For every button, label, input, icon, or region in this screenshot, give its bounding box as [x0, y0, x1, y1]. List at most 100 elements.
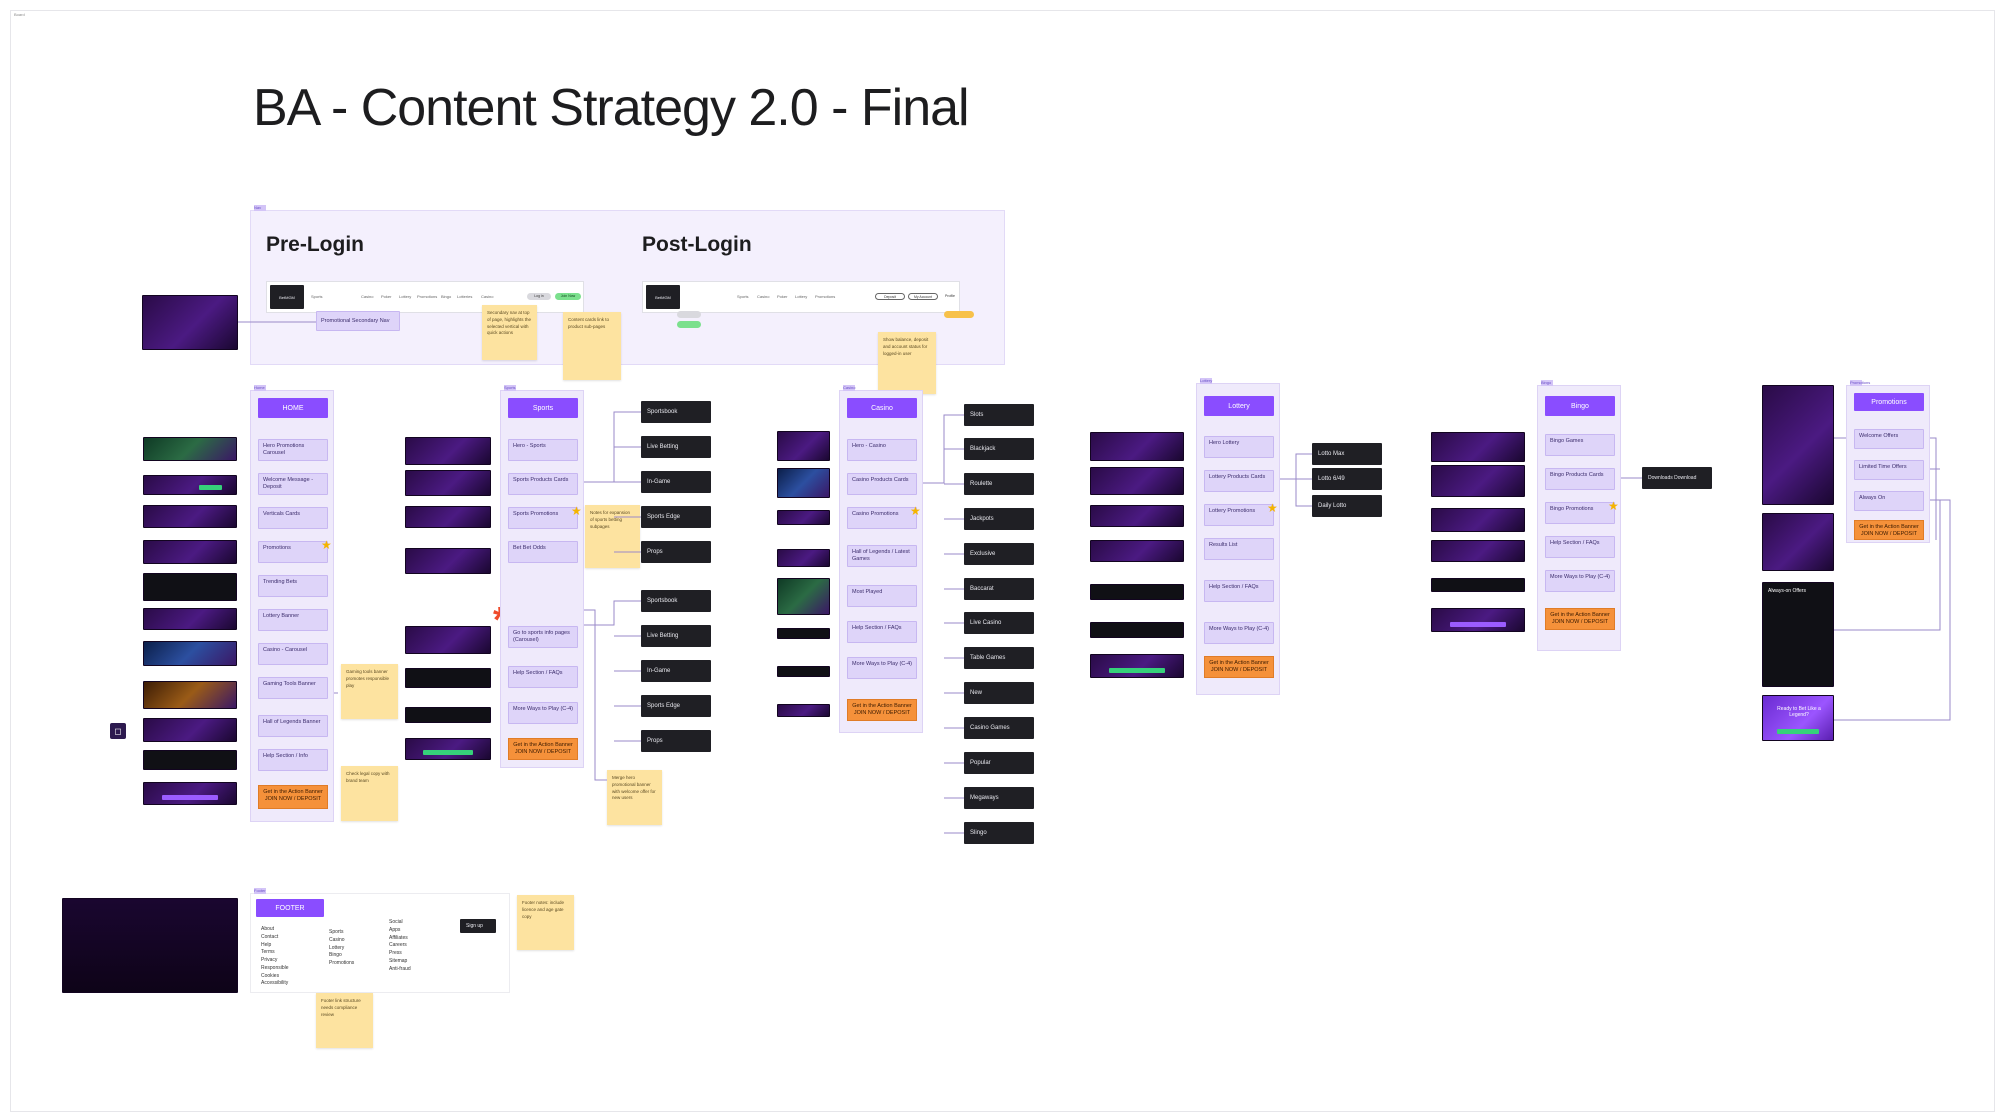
- bingo-item[interactable]: Bingo Games: [1545, 434, 1615, 456]
- bingo-header[interactable]: Bingo: [1545, 396, 1615, 416]
- sports-sub-node[interactable]: Live Betting: [641, 436, 711, 458]
- home-item[interactable]: Hall of Legends Banner: [258, 715, 328, 737]
- casino-column[interactable]: Casino Casino Hero - Casino Casino Produ…: [839, 385, 923, 733]
- sticky-note[interactable]: Show balance, deposit and account status…: [878, 332, 936, 394]
- sports-sub-node[interactable]: In-Game: [641, 660, 711, 682]
- sports-sub-node[interactable]: Sportsbook: [641, 401, 711, 423]
- bingo-sub-node[interactable]: Downloads Download: [1642, 467, 1712, 489]
- home-item[interactable]: Welcome Message - Deposit: [258, 473, 328, 495]
- pre-login-nav-item[interactable]: Casino: [361, 294, 374, 299]
- post-login-nav-item[interactable]: Casino: [757, 294, 770, 299]
- casino-cta[interactable]: Get in the Action Banner JOIN NOW / DEPO…: [847, 699, 917, 721]
- home-item[interactable]: Lottery Banner: [258, 609, 328, 631]
- pre-login-nav-item[interactable]: Sports: [311, 294, 323, 299]
- casino-sub-node[interactable]: Blackjack: [964, 438, 1034, 460]
- pre-login-nav-item[interactable]: Bingo: [441, 294, 452, 299]
- lottery-item[interactable]: More Ways to Play (C-4): [1204, 622, 1274, 644]
- footer-region[interactable]: Footer FOOTER About Contact Help Terms P…: [250, 888, 510, 993]
- promotions-header[interactable]: Promotions: [1854, 393, 1924, 411]
- casino-sub-node[interactable]: Table Games: [964, 647, 1034, 669]
- casino-item[interactable]: Help Section / FAQs: [847, 621, 917, 643]
- casino-header[interactable]: Casino: [847, 398, 917, 418]
- casino-sub-node[interactable]: Slots: [964, 404, 1034, 426]
- post-login-logo[interactable]: BetMGM: [646, 285, 680, 309]
- profile-pill[interactable]: Profile: [941, 293, 959, 300]
- sports-item[interactable]: Sports Promotions: [508, 507, 578, 529]
- home-item[interactable]: Help Section / Info: [258, 749, 328, 771]
- sports-sub-node[interactable]: Sports Edge: [641, 695, 711, 717]
- post-login-chip[interactable]: [944, 311, 974, 318]
- home-item[interactable]: Verticals Cards: [258, 507, 328, 529]
- lottery-item[interactable]: Lottery Products Cards: [1204, 470, 1274, 492]
- bingo-item[interactable]: More Ways to Play (C-4): [1545, 570, 1615, 592]
- footer-links-b[interactable]: Sports Casino Lottery Bingo Promotions: [329, 929, 355, 966]
- sports-cta[interactable]: Get in the Action Banner JOIN NOW / DEPO…: [508, 738, 578, 760]
- post-login-nav-item[interactable]: Promotions: [815, 294, 836, 299]
- lottery-sub-node[interactable]: Lotto 6/49: [1312, 468, 1382, 490]
- sports-item[interactable]: More Ways to Play (C-4): [508, 702, 578, 724]
- post-login-nav-item[interactable]: Lottery: [795, 294, 808, 299]
- lottery-sub-node[interactable]: Daily Lotto: [1312, 495, 1382, 517]
- home-cta[interactable]: Get in the Action Banner JOIN NOW / DEPO…: [258, 785, 328, 809]
- post-login-nav-item[interactable]: Poker: [777, 294, 788, 299]
- home-item[interactable]: Casino - Carousel: [258, 643, 328, 665]
- sticky-note[interactable]: Footer notes: include licence and age ga…: [517, 895, 574, 950]
- nav-region[interactable]: Nav Pre-Login Post-Login BetMGM Sports C…: [250, 205, 1005, 365]
- casino-sub-node[interactable]: Megaways: [964, 787, 1034, 809]
- sports-header[interactable]: Sports: [508, 398, 578, 418]
- sticky-note[interactable]: Check legal copy with brand team: [341, 766, 398, 821]
- home-header[interactable]: HOME: [258, 398, 328, 418]
- casino-sub-node[interactable]: Jackpots: [964, 508, 1034, 530]
- sports-item[interactable]: Help Section / FAQs: [508, 666, 578, 688]
- lottery-sub-node[interactable]: Lotto Max: [1312, 443, 1382, 465]
- sticky-note[interactable]: Content cards link to product sub-pages: [563, 312, 621, 380]
- lottery-cta[interactable]: Get in the Action Banner JOIN NOW / DEPO…: [1204, 656, 1274, 678]
- sports-sub-node[interactable]: In-Game: [641, 471, 711, 493]
- casino-sub-node[interactable]: Live Casino: [964, 612, 1034, 634]
- sports-sub-node[interactable]: Live Betting: [641, 625, 711, 647]
- bingo-item[interactable]: Help Section / FAQs: [1545, 536, 1615, 558]
- sticky-note[interactable]: Footer link structure needs compliance r…: [316, 993, 373, 1048]
- secondary-nav-callout[interactable]: Promotional Secondary Nav: [316, 311, 400, 331]
- lottery-item[interactable]: Help Section / FAQs: [1204, 580, 1274, 602]
- home-item[interactable]: Gaming Tools Banner: [258, 677, 328, 699]
- sports-column[interactable]: Sports Sports Hero - Sports Sports Produ…: [500, 385, 584, 768]
- promotions-item[interactable]: Welcome Offers: [1854, 429, 1924, 449]
- footer-links-a[interactable]: About Contact Help Terms Privacy Respons…: [261, 926, 289, 987]
- sports-item[interactable]: Bet Bet Odds: [508, 541, 578, 563]
- sports-sub-node[interactable]: Props: [641, 541, 711, 563]
- bingo-item[interactable]: Bingo Products Cards: [1545, 468, 1615, 490]
- join-pill[interactable]: Join Now: [555, 293, 581, 300]
- footer-header[interactable]: FOOTER: [256, 899, 324, 917]
- casino-sub-node[interactable]: Roulette: [964, 473, 1034, 495]
- home-item[interactable]: Promotions: [258, 541, 328, 563]
- pre-login-nav[interactable]: BetMGM Sports Casino Poker Lottery Promo…: [266, 281, 584, 313]
- casino-sub-node[interactable]: Popular: [964, 752, 1034, 774]
- casino-sub-node[interactable]: Baccarat: [964, 578, 1034, 600]
- sticky-note[interactable]: Notes for expansion of sports betting su…: [585, 505, 640, 568]
- pre-login-nav-item[interactable]: Promotions: [417, 294, 438, 299]
- lottery-item[interactable]: Lottery Promotions: [1204, 504, 1274, 526]
- lottery-header[interactable]: Lottery: [1204, 396, 1274, 416]
- sticky-note[interactable]: Secondary nav at top of page, highlights…: [482, 305, 537, 360]
- pre-login-nav-item[interactable]: Casino: [481, 294, 494, 299]
- promotions-item[interactable]: Limited Time Offers: [1854, 460, 1924, 480]
- square-icon[interactable]: ◻: [110, 723, 126, 739]
- lottery-column[interactable]: Lottery Lottery Hero Lottery Lottery Pro…: [1196, 378, 1280, 695]
- sticky-note[interactable]: Merge hero promotional banner with welco…: [607, 770, 662, 825]
- promotions-cta[interactable]: Get in the Action Banner JOIN NOW / DEPO…: [1854, 520, 1924, 540]
- lottery-item[interactable]: Results List: [1204, 538, 1274, 560]
- sports-sub-node[interactable]: Sportsbook: [641, 590, 711, 612]
- pre-login-nav-item[interactable]: Lottery: [399, 294, 412, 299]
- sports-item[interactable]: Sports Products Cards: [508, 473, 578, 495]
- casino-sub-node[interactable]: Slingo: [964, 822, 1034, 844]
- post-login-chip[interactable]: [677, 321, 701, 328]
- bingo-item[interactable]: Bingo Promotions: [1545, 502, 1615, 524]
- casino-sub-node[interactable]: New: [964, 682, 1034, 704]
- bingo-column[interactable]: Bingo Bingo Bingo Games Bingo Products C…: [1537, 380, 1621, 651]
- home-column[interactable]: Home HOME Hero Promotions Carousel Welco…: [250, 385, 334, 822]
- promotions-item[interactable]: Always On: [1854, 491, 1924, 511]
- sports-item[interactable]: Go to sports info pages (Carousel): [508, 626, 578, 648]
- home-item[interactable]: Trending Bets: [258, 575, 328, 597]
- sticky-note[interactable]: Gaming tools banner promotes responsible…: [341, 664, 398, 719]
